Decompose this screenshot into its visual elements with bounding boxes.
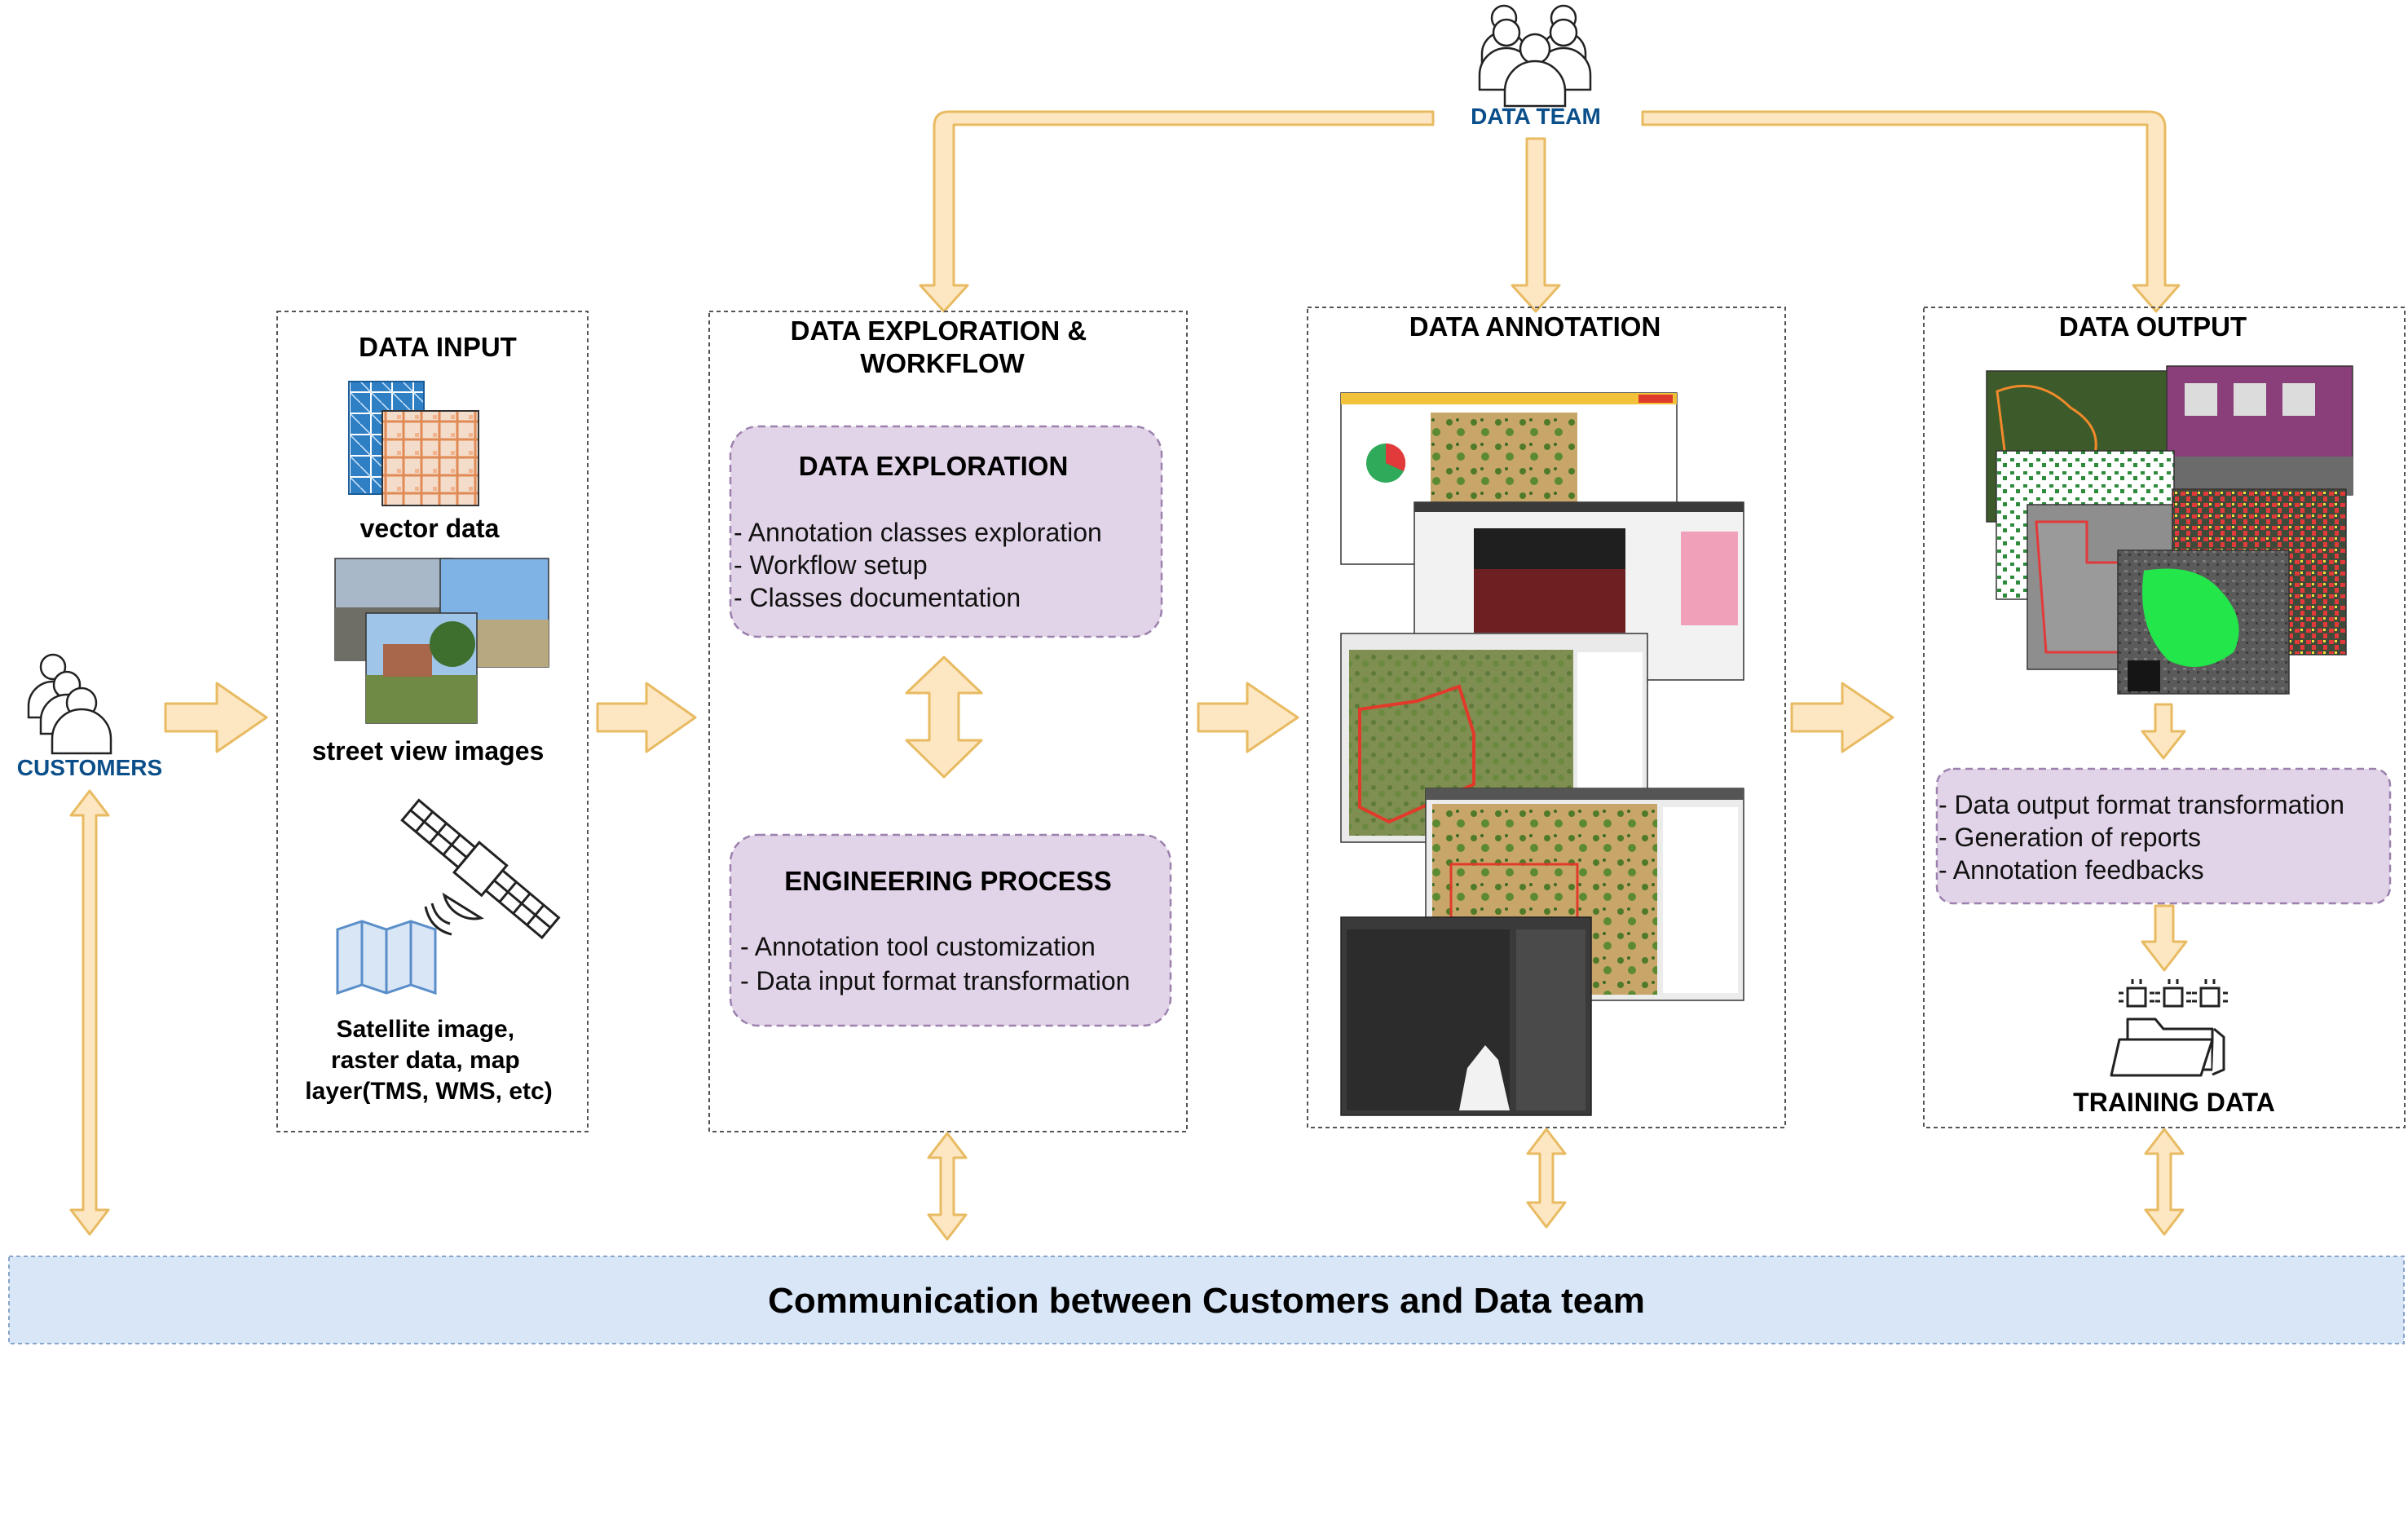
communication-bar-label: Communication between Customers and Data… bbox=[768, 1281, 1645, 1321]
flow-arrows bbox=[164, 682, 1894, 753]
arrow-customers-communication bbox=[69, 789, 110, 1236]
customers-icon bbox=[27, 653, 112, 755]
output-image-vegetation-mask bbox=[2117, 550, 2290, 695]
data-output-panel bbox=[1923, 307, 2406, 1128]
customers-label: CUSTOMERS bbox=[17, 755, 162, 780]
annotation-screenshot-5 bbox=[1340, 916, 1592, 1116]
engineering-item-1: - Annotation tool customization bbox=[740, 932, 1096, 961]
output-image-facade bbox=[2166, 365, 2353, 496]
arrow-exploration-communication bbox=[927, 1132, 968, 1241]
data-input-panel bbox=[276, 311, 589, 1132]
arrow-output-communication bbox=[2144, 1128, 2185, 1236]
output-item-2: - Generation of reports bbox=[1938, 823, 2201, 852]
exploration-panel bbox=[708, 311, 1188, 1132]
satellite-icon bbox=[400, 798, 561, 940]
satellite-data-label: Satellite image, raster data, map layer(… bbox=[305, 1016, 552, 1105]
exploration-item-3: - Classes documentation bbox=[734, 583, 1021, 612]
data-annotation-title: DATA ANNOTATION bbox=[1409, 311, 1661, 342]
engineering-process-list: - Annotation tool customization - Data i… bbox=[740, 932, 1130, 995]
engineering-process-box bbox=[729, 833, 1172, 1027]
vector-data-label: vector data bbox=[360, 514, 500, 543]
data-exploration-title: DATA EXPLORATION bbox=[799, 451, 1069, 481]
data-exploration-list: - Annotation classes exploration - Workf… bbox=[734, 518, 1109, 612]
arrow-output-box-to-training bbox=[2141, 904, 2188, 972]
output-processing-list: - Data output format transformation - Ge… bbox=[1938, 790, 2352, 885]
exploration-title-line-1: DATA EXPLORATION & bbox=[791, 316, 1087, 346]
arrow-annotation-communication bbox=[1526, 1128, 1567, 1229]
map-icon bbox=[336, 920, 437, 995]
arrow-team-to-annotation bbox=[1511, 137, 1561, 313]
data-exploration-box bbox=[729, 425, 1163, 638]
data-output-title: DATA OUTPUT bbox=[2059, 311, 2247, 342]
data-annotation-panel bbox=[1307, 307, 1786, 1128]
arrow-input-to-exploration bbox=[596, 682, 697, 753]
vector-data-image bbox=[348, 381, 479, 506]
data-team-icon bbox=[1478, 4, 1592, 108]
annotation-tool-screenshots bbox=[1340, 392, 1744, 1116]
annotation-screenshot-2 bbox=[1413, 501, 1744, 681]
arrow-exploration-to-annotation bbox=[1197, 682, 1299, 753]
folder-icon bbox=[2110, 1017, 2225, 1077]
team-distribution-arrows bbox=[919, 110, 2181, 313]
exploration-item-1: - Annotation classes exploration bbox=[734, 518, 1102, 547]
output-item-1: - Data output format transformation bbox=[1938, 790, 2344, 819]
engineering-process-title: ENGINEERING PROCESS bbox=[784, 866, 1112, 896]
arrow-team-to-exploration bbox=[919, 110, 1435, 313]
exploration-panel-title: DATA EXPLORATION & WORKFLOW bbox=[791, 316, 1095, 378]
engineering-item-2: - Data input format transformation bbox=[740, 966, 1130, 995]
communication-bar bbox=[8, 1256, 2405, 1344]
output-processing-box bbox=[1935, 767, 2392, 905]
satellite-label-line-2: raster data, map bbox=[331, 1047, 520, 1074]
output-examples-collage bbox=[1986, 365, 2353, 695]
exploration-item-2: - Workflow setup bbox=[734, 550, 928, 580]
communication-arrows bbox=[69, 789, 2185, 1241]
arrow-customers-to-input bbox=[164, 682, 268, 753]
arrow-collage-to-output-box bbox=[2141, 703, 2186, 760]
chip-icon bbox=[2119, 979, 2228, 1008]
data-input-title: DATA INPUT bbox=[359, 332, 517, 362]
street-view-images bbox=[334, 558, 549, 724]
exploration-engineering-double-arrow bbox=[905, 655, 983, 779]
data-team-label: DATA TEAM bbox=[1471, 104, 1601, 129]
street-view-label: street view images bbox=[312, 736, 545, 766]
arrow-team-to-output bbox=[1641, 110, 2181, 313]
exploration-title-line-2: WORKFLOW bbox=[860, 348, 1025, 378]
output-item-3: - Annotation feedbacks bbox=[1938, 855, 2204, 885]
satellite-label-line-1: Satellite image, bbox=[337, 1016, 514, 1043]
training-data-label: TRAINING DATA bbox=[2073, 1088, 2275, 1117]
arrow-annotation-to-output bbox=[1790, 682, 1894, 753]
satellite-label-line-3: layer(TMS, WMS, etc) bbox=[305, 1078, 552, 1105]
